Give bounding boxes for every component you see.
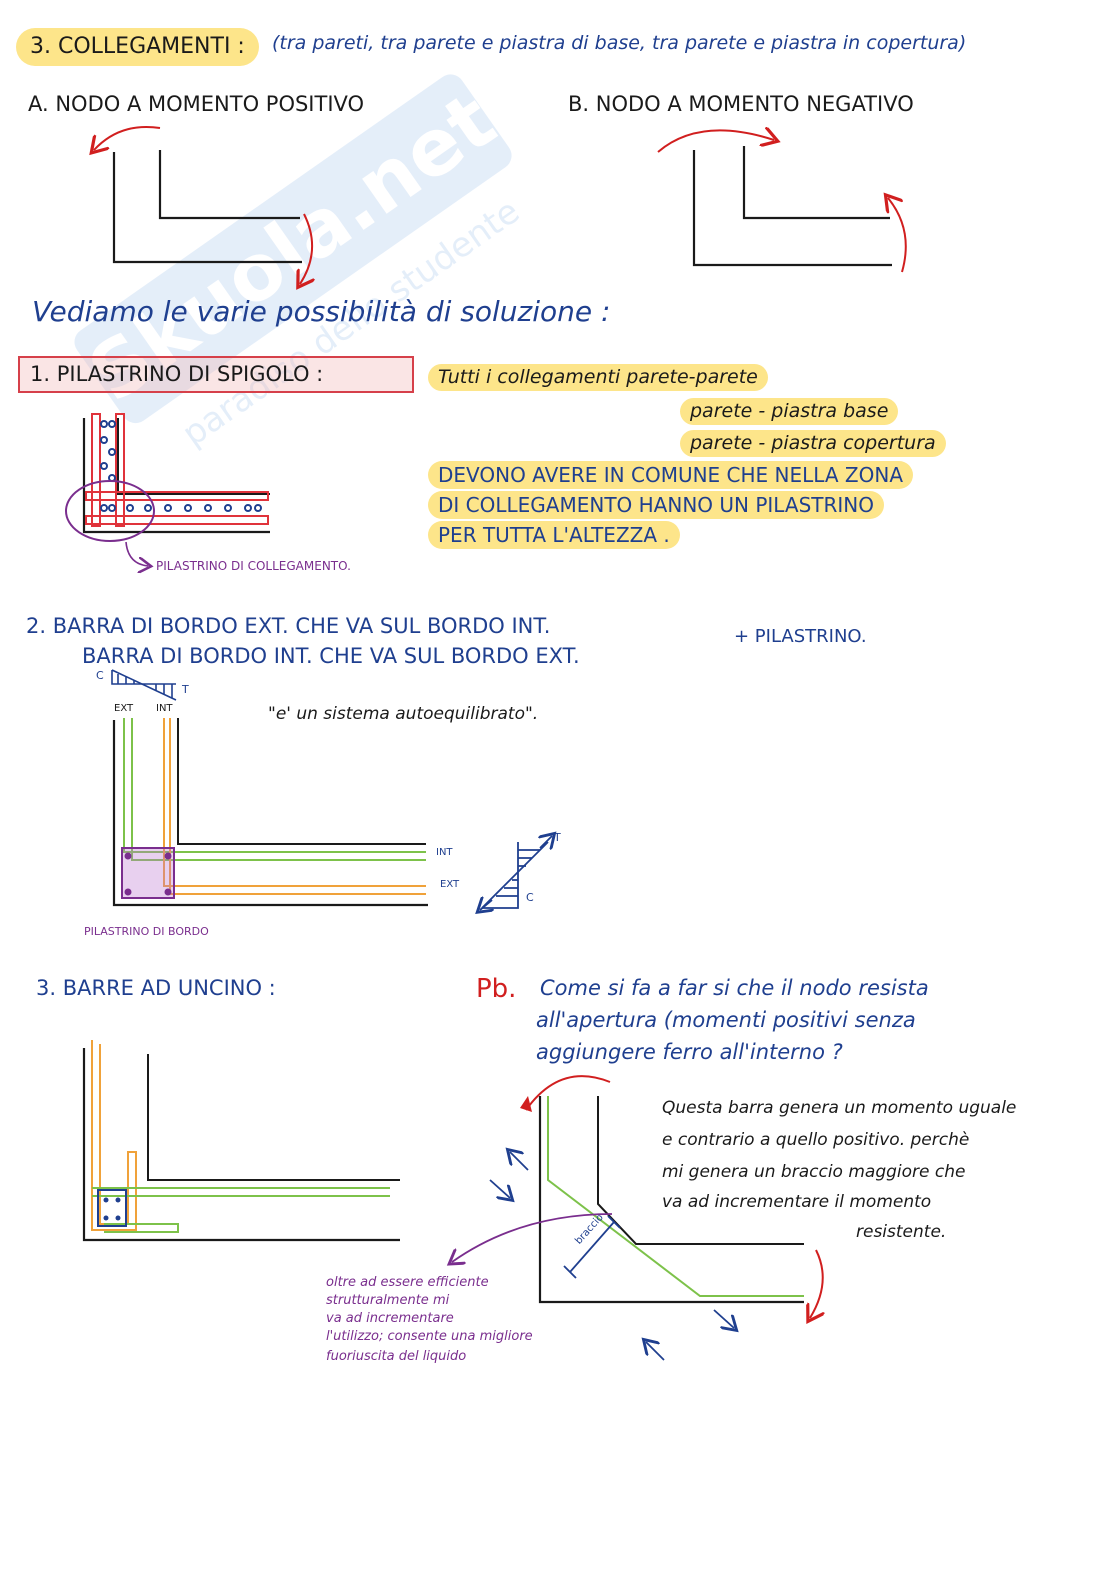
sol3-note-5: fuoriuscita del liquido [326, 1350, 466, 1363]
node-b-arrow-top [658, 130, 774, 152]
solution-1-title: 1. PILASTRINO DI SPIGOLO : [18, 356, 414, 393]
intro-line: Vediamo le varie possibilità di soluzion… [32, 298, 610, 326]
sol1-line-1: Tutti i collegamenti parete-parete [428, 364, 768, 391]
sol3-pb-label: Pb. [476, 976, 516, 1002]
stress-triangle [480, 836, 552, 910]
sol2-ext-right: EXT [440, 880, 459, 890]
sol1-line-4: DEVONO AVERE IN COMUNE CHE NELLA ZONA [428, 461, 913, 489]
sol3-note-3: va ad incrementare [326, 1312, 454, 1325]
sol3-expl-5: resistente. [856, 1224, 946, 1241]
sol3-expl-3: mi genera un braccio maggiore che [662, 1164, 965, 1181]
sol3-note-2: strutturalmente mi [326, 1294, 449, 1307]
sol3-note-1: oltre ad essere efficiente [326, 1276, 489, 1289]
node-b-diagram [694, 146, 892, 265]
sol2-line-2: BARRA DI BORDO INT. CHE VA SUL BORDO EXT… [82, 646, 580, 667]
sol2-plus: + PILASTRINO. [734, 628, 867, 646]
node-a-arrow-right [300, 214, 312, 284]
stress-diagram-small [112, 670, 176, 700]
sol3-pb-line-3: aggiungere ferro all'interno ? [536, 1042, 843, 1063]
sol2-pilastrino-label: PILASTRINO DI BORDO [84, 926, 209, 937]
node-b-arrow-right [888, 198, 906, 272]
sol1-line-3: parete - piastra copertura [680, 430, 946, 457]
sol2-int-right: INT [436, 848, 453, 858]
pilastrino-spigolo-diagram [66, 414, 270, 566]
sol2-stress-t: T [554, 832, 561, 843]
barre-uncino-diagram [84, 1040, 400, 1240]
sol2-stress-t-small: T [182, 684, 189, 695]
sol3-title: 3. BARRE AD UNCINO : [36, 978, 276, 999]
sol2-line-1: 2. BARRA DI BORDO EXT. CHE VA SUL BORDO … [26, 616, 550, 637]
sol2-int-top: INT [156, 704, 173, 714]
sol1-line-2: parete - piastra base [680, 398, 898, 425]
sol3-expl-1: Questa barra genera un momento uguale [662, 1100, 1016, 1117]
sol3-expl-4: va ad incrementare il momento [662, 1194, 931, 1211]
sol1-line-5: DI COLLEGAMENTO HANNO UN PILASTRINO [428, 491, 884, 519]
node-a-diagram [114, 150, 302, 262]
sol2-ext-top: EXT [114, 704, 133, 714]
sol2-stress-c: C [526, 892, 534, 903]
sol3-pb-line-1: Come si fa a far si che il nodo resista [540, 978, 929, 999]
sol1-note: PILASTRINO DI COLLEGAMENTO. [156, 560, 351, 572]
node-a-arrow-top [94, 127, 160, 150]
sol3-pb-line-2: all'apertura (momenti positivi senza [536, 1010, 916, 1031]
sol3-expl-2: e contrario a quello positivo. perchè [662, 1132, 969, 1149]
sol1-line-6: PER TUTTA L'ALTEZZA . [428, 521, 680, 549]
sol2-stress-c-small: C [96, 670, 104, 681]
anti-apertura-diagram [452, 1076, 823, 1360]
sol2-quote: "e' un sistema autoequilibrato". [268, 706, 538, 723]
barra-bordo-diagram [114, 718, 428, 905]
sol3-note-4: l'utilizzo; consente una migliore [326, 1330, 533, 1343]
